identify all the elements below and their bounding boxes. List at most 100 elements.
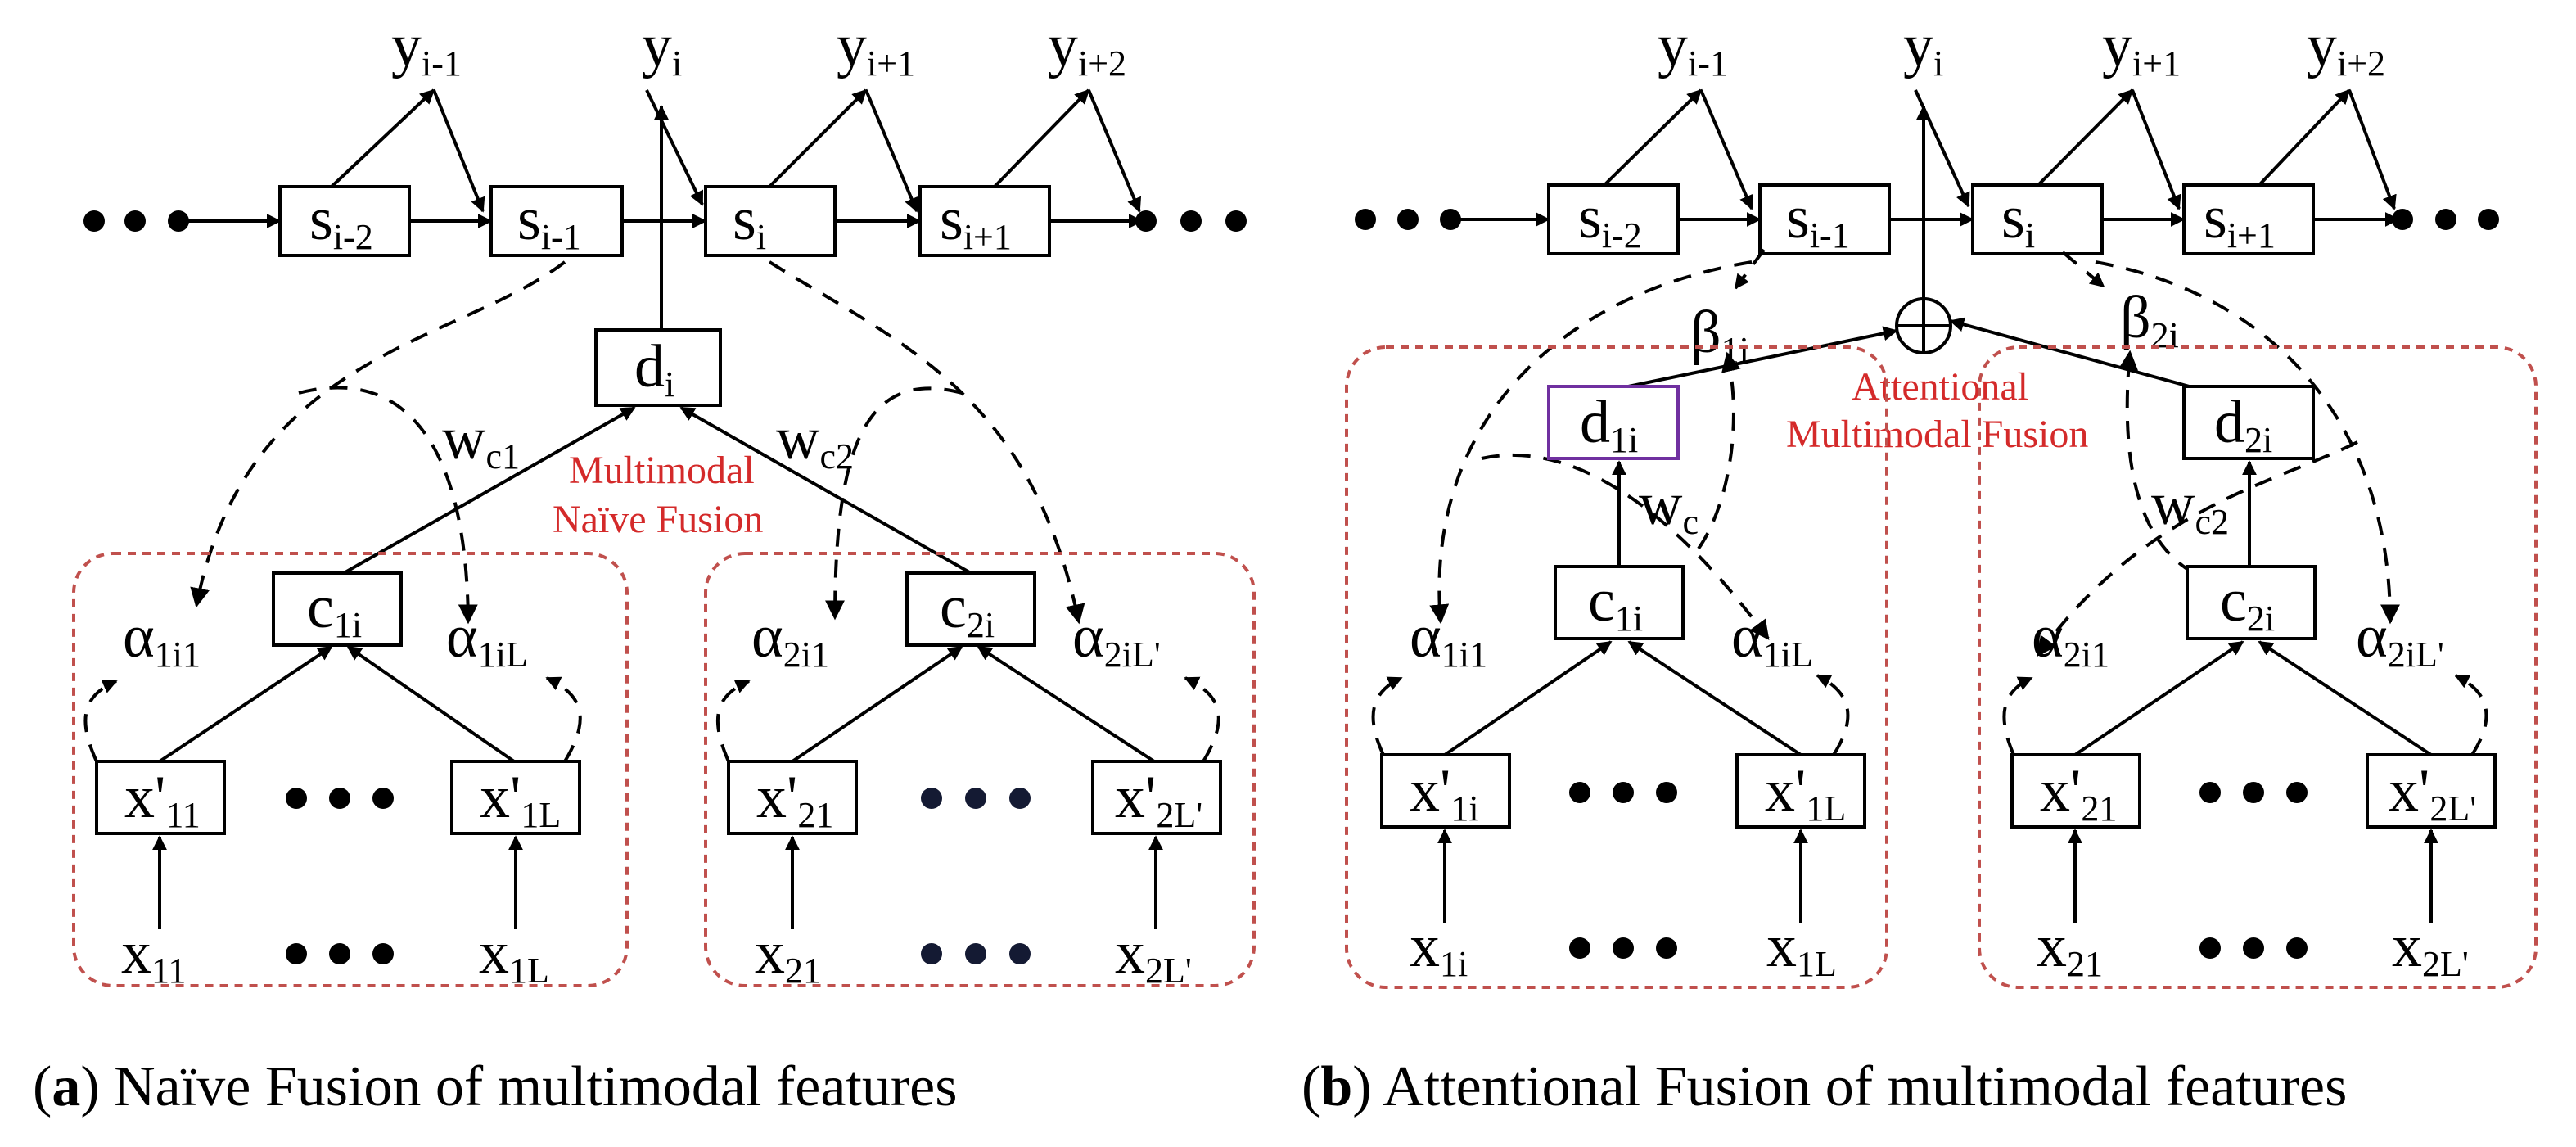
output-label: yi-1 <box>391 12 462 84</box>
weight-label: wc <box>1639 471 1699 542</box>
encoder-context-arrow <box>791 645 963 763</box>
encoder-node <box>1380 753 1511 829</box>
attention-arc <box>2095 260 2400 625</box>
input-ellipsis <box>286 943 394 964</box>
alpha-label: α2iL' <box>1072 603 1161 675</box>
context-node <box>905 571 1036 647</box>
alpha-arc <box>1816 674 1850 756</box>
weight-label: wc2 <box>776 405 854 476</box>
attention-arc <box>768 260 1085 625</box>
output-state-arrow <box>2348 89 2397 210</box>
input-ellipsis <box>1569 937 1677 959</box>
alpha-label: α2i1 <box>2032 603 2109 675</box>
alpha-label: α1i1 <box>123 603 201 675</box>
output-label: yi <box>1903 12 1943 84</box>
encoder-label: x'2L' <box>2389 757 2476 829</box>
encoder-context-arrow <box>1627 640 1802 756</box>
chain-dots-left <box>1355 209 1461 230</box>
fusion-caption-line2: Naïve Fusion <box>553 498 763 541</box>
caption-b: (b) Attentional Fusion of multimodal fea… <box>1302 1055 2347 1118</box>
output-label: yi-1 <box>1658 12 1728 84</box>
state-output-arrow <box>2037 88 2134 187</box>
attention-arc <box>825 386 963 621</box>
state-output-arrow <box>330 88 435 188</box>
state-label: si <box>733 186 766 257</box>
alpha-arc <box>2454 674 2488 756</box>
encoder-context-arrow <box>2073 640 2244 756</box>
beta-label: β2i <box>2120 284 2179 355</box>
context-label: c2i <box>2220 567 2275 639</box>
state-node <box>489 185 624 257</box>
input-label: x1i <box>1410 913 1468 984</box>
modality-region-1 <box>1345 345 1888 989</box>
state-node <box>2182 183 2315 255</box>
output-state-arrow <box>1699 89 1753 210</box>
state-output-arrow <box>1603 88 1703 187</box>
attention-arc <box>190 260 566 608</box>
input-label: x1L <box>1766 913 1837 984</box>
output-label: yi+1 <box>837 12 915 84</box>
d-fusion-arrow <box>1616 326 1898 391</box>
attention-arc <box>2037 440 2358 657</box>
panel-a: si-2 si-1 si si+1 yi-1 yi yi+1 yi+2 di w… <box>33 12 1256 1118</box>
encoder-ellipsis <box>286 788 394 809</box>
encoder-ellipsis <box>921 788 1031 809</box>
alpha-label: α2i1 <box>751 603 829 675</box>
attention-arc <box>2118 350 2195 575</box>
state-label: si+1 <box>940 186 1012 257</box>
oplus-icon <box>1895 297 1952 354</box>
alpha-arc <box>1184 676 1220 763</box>
input-label: x21 <box>755 919 821 991</box>
output-state-arrow <box>432 89 485 213</box>
output-label: yi+1 <box>2102 12 2181 84</box>
input-label: x2L' <box>1115 919 1192 991</box>
state-node <box>1547 183 1680 255</box>
state-output-arrow <box>768 88 868 188</box>
alpha-label: α1i1 <box>1410 603 1487 675</box>
state-output-arrow <box>2258 88 2351 187</box>
attention-arc <box>298 386 478 625</box>
output-label: yi+2 <box>1048 12 1126 84</box>
state-node <box>918 185 1051 257</box>
encoder-context-arrow <box>346 645 516 763</box>
state-label: si-1 <box>517 186 581 257</box>
output-label: yi+2 <box>2307 12 2385 84</box>
encoder-context-arrow <box>158 645 333 763</box>
context-label: c1i <box>1588 567 1643 639</box>
encoder-node <box>1091 760 1222 835</box>
modality-fusion-label: d1i <box>1580 389 1638 460</box>
input-label: x21 <box>2037 913 2103 984</box>
alpha-label: α2iL' <box>2356 603 2444 675</box>
encoder-context-arrow <box>2258 640 2433 756</box>
encoder-node <box>2366 753 2497 829</box>
state-label: si-2 <box>309 186 373 257</box>
context-label: c1i <box>307 574 362 645</box>
fusion-node-label: di <box>634 333 674 404</box>
alpha-arc <box>2002 676 2033 756</box>
state-label: si-1 <box>1786 184 1850 255</box>
modality-fusion-node <box>2182 385 2315 460</box>
attention-arc <box>1429 260 1753 625</box>
encoder-context-arrow <box>1443 640 1613 756</box>
chain-dots-right <box>2392 209 2499 230</box>
encoder-ellipsis <box>2199 782 2308 803</box>
fusion-caption-line1: Attentional <box>1852 365 2028 409</box>
beta-label: β1i <box>1690 299 1749 370</box>
weight-label: wc1 <box>442 405 520 476</box>
encoder-node <box>2010 753 2141 829</box>
state-label: si-2 <box>1578 184 1642 255</box>
beta-attention-arc <box>1734 248 1766 290</box>
fusion-caption-line2: Multimodal Fusion <box>1786 413 2088 456</box>
encoder-label: x'21 <box>756 764 833 835</box>
state-node <box>1758 183 1891 255</box>
fusion-caption-line1: Multimodal <box>569 449 755 492</box>
input-label: x2L' <box>2392 913 2469 984</box>
modality-fusion-label: d2i <box>2214 389 2272 460</box>
input-label: x11 <box>121 919 186 991</box>
chain-dots-left <box>83 210 189 232</box>
state-node <box>278 185 411 257</box>
output-state-arrow <box>864 89 919 213</box>
panel-b: si-2 si-1 si si+1 yi-1 yi yi+1 yi+2 β1i … <box>1302 12 2538 1118</box>
input-ellipsis <box>921 943 1031 964</box>
